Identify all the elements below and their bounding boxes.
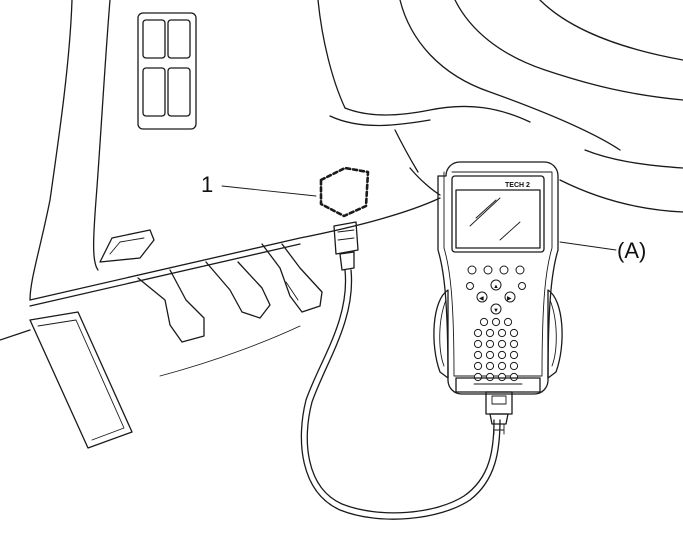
keypad-key (503, 317, 513, 327)
keypad-key (485, 339, 495, 349)
keypad-key (509, 361, 519, 371)
function-keys (467, 265, 525, 275)
keypad (473, 317, 519, 382)
callout-1-leader (221, 185, 317, 197)
keypad-key (497, 361, 507, 371)
arrow-keys: ▲ ◀ ▶ ▼ (466, 279, 526, 315)
callout-a-label: (A) (617, 238, 646, 263)
floor-mat (0, 311, 301, 449)
scan-tool: TECH 2 ▲ ◀ ▶ ▼ (433, 161, 563, 395)
callout-1-label: 1 (201, 172, 213, 197)
dashboard-lines (29, 0, 683, 307)
keypad-key (473, 339, 483, 349)
keypad-key (479, 317, 489, 327)
keypad-key (473, 350, 483, 360)
arrow-down-key: ▼ (493, 308, 499, 314)
keypad-key (485, 350, 495, 360)
keypad-key (497, 328, 507, 338)
keypad-key (491, 317, 501, 327)
keypad-key (473, 328, 483, 338)
arrow-up-key: ▲ (493, 284, 499, 290)
device-brand-label: TECH 2 (505, 182, 530, 189)
callout-a-leader (559, 241, 617, 251)
keypad-key (497, 350, 507, 360)
keypad-key (485, 361, 495, 371)
keypad-key (473, 361, 483, 371)
dlc-cable (300, 269, 501, 520)
keypad-key (473, 372, 483, 382)
arrow-right-key: ▶ (507, 296, 512, 302)
keypad-key (485, 328, 495, 338)
pedals (137, 243, 323, 343)
keypad-key (509, 350, 519, 360)
data-link-connector (319, 166, 370, 218)
keypad-key (497, 339, 507, 349)
scan-tool-connector (485, 391, 513, 435)
keypad-key (485, 372, 495, 382)
arrow-left-key: ◀ (479, 296, 484, 302)
air-vent (137, 12, 197, 130)
keypad-key (509, 339, 519, 349)
keypad-key (497, 372, 507, 382)
keypad-key (509, 328, 519, 338)
cable-plug (333, 221, 359, 271)
hood-release-handle (99, 229, 155, 263)
keypad-key (509, 372, 519, 382)
